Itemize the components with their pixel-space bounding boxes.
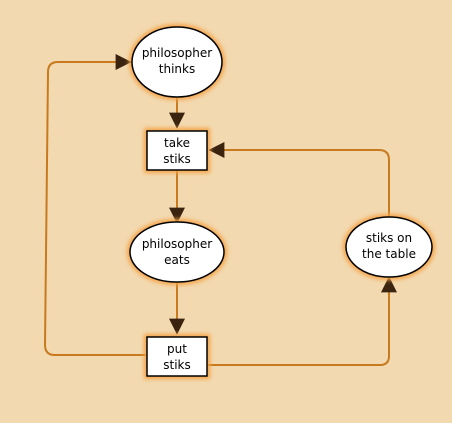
transition-put-stiks-label-1: put xyxy=(167,342,187,356)
place-philosopher-thinks-label-2: thinks xyxy=(159,62,195,76)
edge-put-to-thinks xyxy=(44,54,148,356)
place-stiks-on-table-label-2: the table xyxy=(362,247,416,261)
transition-take-stiks-label-2: stiks xyxy=(163,152,191,166)
place-philosopher-eats: philosopher eats xyxy=(129,221,225,283)
place-stiks-on-table: stiks on the table xyxy=(345,216,433,278)
transition-put-stiks: put stiks xyxy=(146,336,208,377)
edge-put-to-table xyxy=(206,276,397,366)
edge-table-to-take xyxy=(208,142,390,217)
place-philosopher-eats-label-1: philosopher xyxy=(142,237,212,251)
transition-take-stiks: take stiks xyxy=(146,130,208,171)
transition-put-stiks-label-2: stiks xyxy=(163,358,191,372)
place-philosopher-thinks: philosopher thinks xyxy=(131,26,223,98)
place-stiks-on-table-label-1: stiks on xyxy=(366,231,412,245)
place-philosopher-thinks-label-1: philosopher xyxy=(142,46,212,60)
transition-take-stiks-label-1: take xyxy=(164,136,190,150)
edges xyxy=(44,54,397,366)
place-philosopher-eats-label-2: eats xyxy=(164,253,190,267)
